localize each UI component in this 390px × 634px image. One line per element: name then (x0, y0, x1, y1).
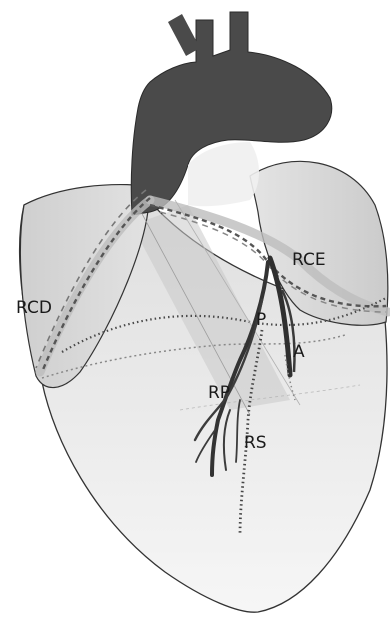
label-rs: RS (244, 433, 267, 453)
label-rce: RCE (292, 250, 326, 270)
aortic-branch-left (168, 14, 200, 56)
label-rcd: RCD (16, 298, 52, 318)
label-p: P (256, 310, 266, 330)
pulmonary-trunk (188, 142, 259, 206)
label-a: A (293, 342, 305, 362)
label-rp: RP (208, 383, 230, 403)
